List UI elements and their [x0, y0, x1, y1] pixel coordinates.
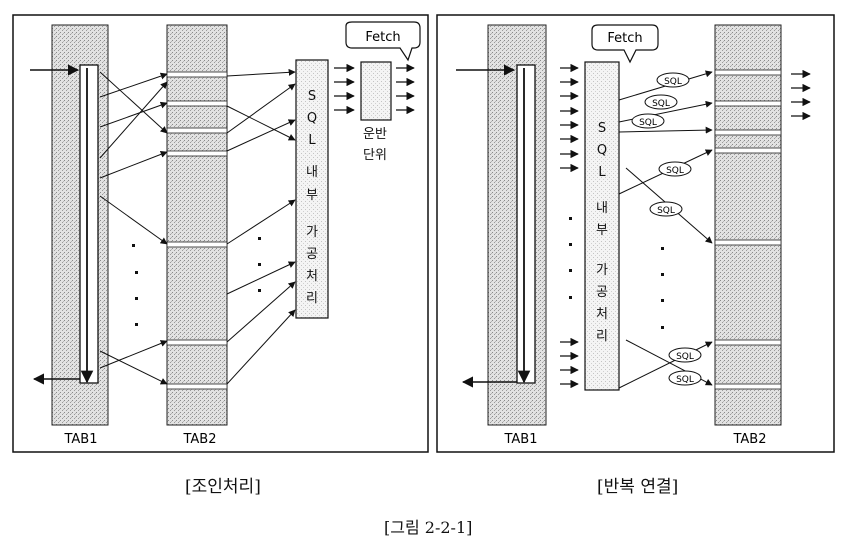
right-tab2-column	[714, 24, 782, 426]
left-sql-char: S	[308, 89, 316, 104]
right-sql-box	[584, 61, 620, 391]
left-tab2-column	[166, 24, 228, 426]
sql-bubble: SQL	[668, 370, 702, 386]
right-sql-char: 가	[596, 263, 608, 278]
right-arrows-tab1-to-sql	[560, 63, 579, 389]
sql-bubble-label: SQL	[652, 99, 670, 109]
left-sql-box-text: S Q L 내 부 가 공 처 리	[306, 89, 318, 306]
left-sql-char: 리	[306, 291, 318, 306]
right-sql-char: 처	[596, 307, 608, 322]
right-caption: [반복 연결]	[597, 477, 679, 497]
right-sql-char: L	[598, 165, 606, 180]
right-panel-frame	[436, 14, 835, 453]
left-sql-char: 공	[306, 247, 318, 262]
right-sql-char: Q	[597, 143, 607, 158]
sql-bubble: SQL	[644, 94, 678, 110]
sql-bubble: SQL	[658, 161, 692, 177]
left-panel: S Q L 내 부 가 공 처 리 운반 단위	[12, 14, 429, 453]
left-fetch-label: Fetch	[365, 30, 400, 45]
right-fetch-label: Fetch	[607, 31, 642, 46]
right-sql-char: 공	[596, 285, 608, 300]
left-sql-char: 내	[306, 165, 318, 180]
left-arrows-tab2-to-sql	[226, 68, 296, 385]
right-tab1-scan-box	[516, 64, 536, 384]
left-sql-char: 처	[306, 269, 318, 284]
left-sql-char: 부	[306, 188, 318, 203]
left-sql-char: L	[308, 133, 316, 148]
left-tab2-label: TAB2	[182, 432, 216, 447]
sql-bubble: SQL	[649, 201, 683, 217]
left-transport-unit-box	[360, 61, 392, 121]
right-fetch-callout	[591, 24, 659, 64]
left-arrows-sql-to-unit	[334, 63, 355, 115]
right-arrows-output	[791, 69, 811, 121]
left-tab1-scan-box	[79, 64, 99, 384]
left-sql-box	[295, 59, 329, 319]
sql-bubble-label: SQL	[664, 77, 682, 87]
sql-bubble-label: SQL	[657, 206, 675, 216]
left-fetch-callout	[345, 21, 421, 62]
right-sql-box-text: S Q L 내 부 가 공 처 리	[596, 121, 608, 344]
sql-bubble-label: SQL	[676, 375, 694, 385]
right-sql-char: S	[598, 121, 606, 136]
right-sql-char: 내	[596, 201, 608, 216]
right-tab2-row-bands	[714, 69, 782, 390]
sql-bubble-label: SQL	[666, 166, 684, 176]
right-ellipsis-dots	[569, 217, 664, 329]
transport-unit-line: 운반	[363, 127, 387, 142]
left-join-arrows-tab1-to-tab2	[99, 71, 168, 385]
sql-bubble-label: SQL	[639, 118, 657, 128]
left-ellipsis-dots	[132, 237, 261, 326]
right-sql-bubbles: SQL SQL SQL SQL SQL SQL	[631, 72, 702, 386]
sql-bubble: SQL	[656, 72, 690, 88]
right-tab2-label: TAB2	[732, 432, 766, 447]
figure-caption: [그림 2-2-1]	[384, 518, 473, 537]
left-arrows-output	[396, 63, 415, 115]
left-sql-char: 가	[306, 225, 318, 240]
sql-bubble: SQL	[631, 113, 665, 129]
left-sql-char: Q	[307, 111, 317, 126]
sql-bubble: SQL	[668, 347, 702, 363]
left-panel-frame	[12, 14, 429, 453]
right-sql-char: 리	[596, 329, 608, 344]
left-tab1-label: TAB1	[63, 432, 97, 447]
sql-bubble-label: SQL	[676, 352, 694, 362]
right-sql-char: 부	[596, 223, 608, 238]
left-caption: [조인처리]	[185, 477, 261, 497]
left-transport-unit-text: 운반 단위	[363, 127, 387, 163]
right-tab1-label: TAB1	[503, 432, 537, 447]
transport-unit-line: 단위	[363, 148, 387, 163]
right-panel: S Q L 내 부 가 공 처 리	[436, 14, 835, 453]
